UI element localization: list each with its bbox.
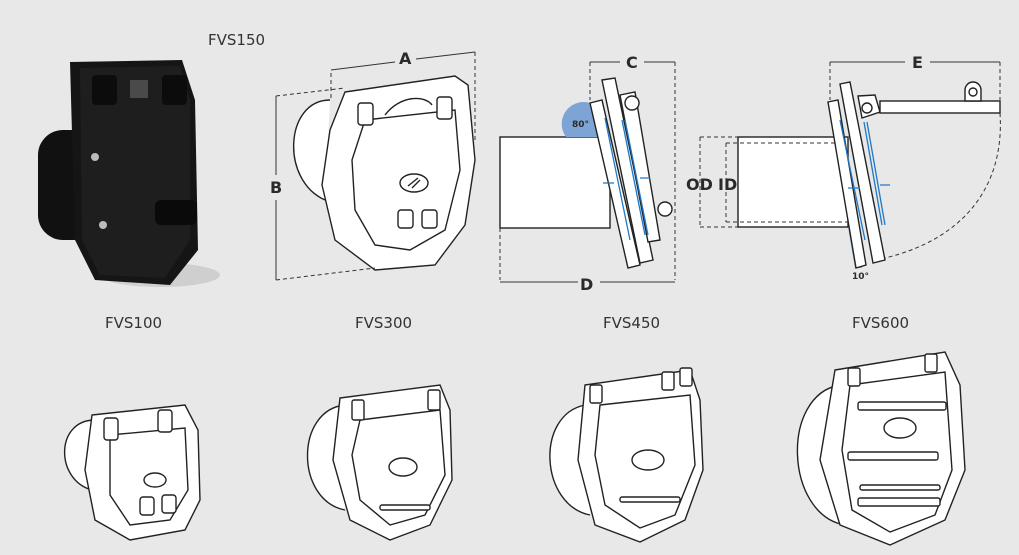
angle-80: 80° bbox=[572, 120, 589, 130]
dimension-b: B bbox=[270, 178, 282, 197]
dimension-od: OD bbox=[686, 175, 713, 194]
fvs150-render bbox=[38, 60, 220, 287]
fvs150-line-drawing: A B bbox=[270, 49, 476, 281]
angle-10: 10° bbox=[852, 272, 869, 282]
dimension-a: A bbox=[399, 49, 412, 68]
fvs600-drawing bbox=[796, 351, 966, 546]
fvs100-label: FVS100 bbox=[105, 314, 162, 332]
fvs300-drawing bbox=[306, 384, 453, 541]
fvs450-drawing bbox=[549, 367, 704, 543]
fvs450-label: FVS450 bbox=[603, 314, 660, 332]
fvs600-label: FVS600 bbox=[852, 314, 909, 332]
side-view-cd: 80° C D bbox=[499, 53, 676, 294]
fvs150-label: FVS150 bbox=[208, 31, 265, 49]
dimension-d: D bbox=[580, 275, 593, 294]
fvs300-label: FVS300 bbox=[355, 314, 412, 332]
dimension-c: C bbox=[626, 53, 638, 72]
side-view-e: OD ID 10° E bbox=[686, 53, 1001, 282]
dimension-e: E bbox=[912, 53, 923, 72]
dimension-id: ID bbox=[718, 175, 737, 194]
fvs100-drawing bbox=[63, 404, 201, 541]
